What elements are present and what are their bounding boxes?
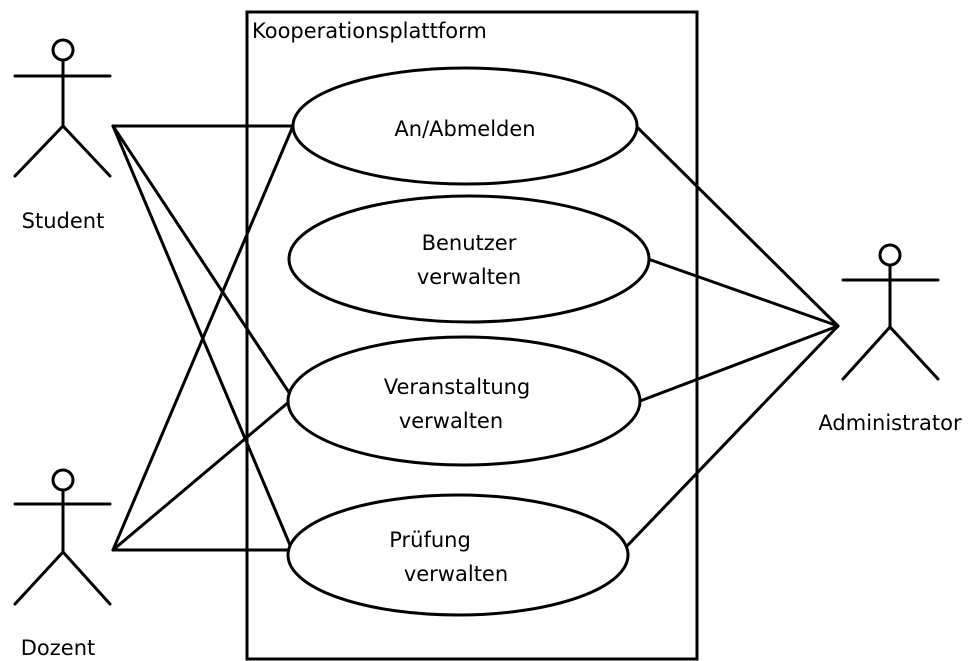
association-admin-pruefung [626, 324, 840, 547]
use-case-pruefung-label-line1: Prüfung [389, 528, 471, 552]
stick-figure-icon [13, 38, 112, 178]
use-case-anmelden: An/Abmelden [291, 66, 639, 186]
use-case-anmelden-label: An/Abmelden [394, 117, 535, 141]
actor-student: Student [13, 38, 112, 233]
actor-student-label: Student [22, 209, 105, 233]
system-name: Kooperationsplattform [252, 19, 487, 43]
association-admin-benutzer [646, 257, 840, 328]
stick-figure-icon [13, 468, 112, 606]
use-case-pruefung-ellipse [286, 493, 630, 617]
association-admin-veranstaltung [638, 324, 840, 403]
actor-administrator: Administrator [818, 243, 962, 435]
association-student-veranstaltung [111, 124, 292, 396]
use-case-benutzer: Benutzer verwalten [287, 194, 651, 324]
use-case-pruefung: Prüfung verwalten [286, 493, 630, 617]
association-dozent-anmelden [111, 124, 295, 552]
use-case-benutzer-label-line2: verwalten [417, 265, 521, 289]
use-case-anmelden-ellipse [291, 66, 639, 186]
use-case-veranstaltung-ellipse [286, 335, 642, 467]
use-case-veranstaltung-label-line1: Veranstaltung [384, 375, 531, 399]
actor-dozent-label: Dozent [21, 636, 96, 660]
association-student-pruefung [111, 124, 292, 547]
use-case-benutzer-label-line1: Benutzer [422, 231, 517, 255]
use-case-benutzer-ellipse [287, 194, 651, 324]
association-dozent-veranstaltung [111, 399, 292, 552]
association-admin-anmelden [634, 124, 840, 328]
actor-administrator-label: Administrator [818, 411, 962, 435]
associations [111, 124, 840, 552]
stick-figure-icon [841, 243, 940, 381]
use-case-pruefung-label-line2: verwalten [404, 562, 508, 586]
use-case-veranstaltung-label-line2: verwalten [399, 409, 503, 433]
use-case-veranstaltung: Veranstaltung verwalten [286, 335, 642, 467]
system-boundary [245, 10, 699, 661]
actor-dozent: Dozent [13, 468, 112, 660]
